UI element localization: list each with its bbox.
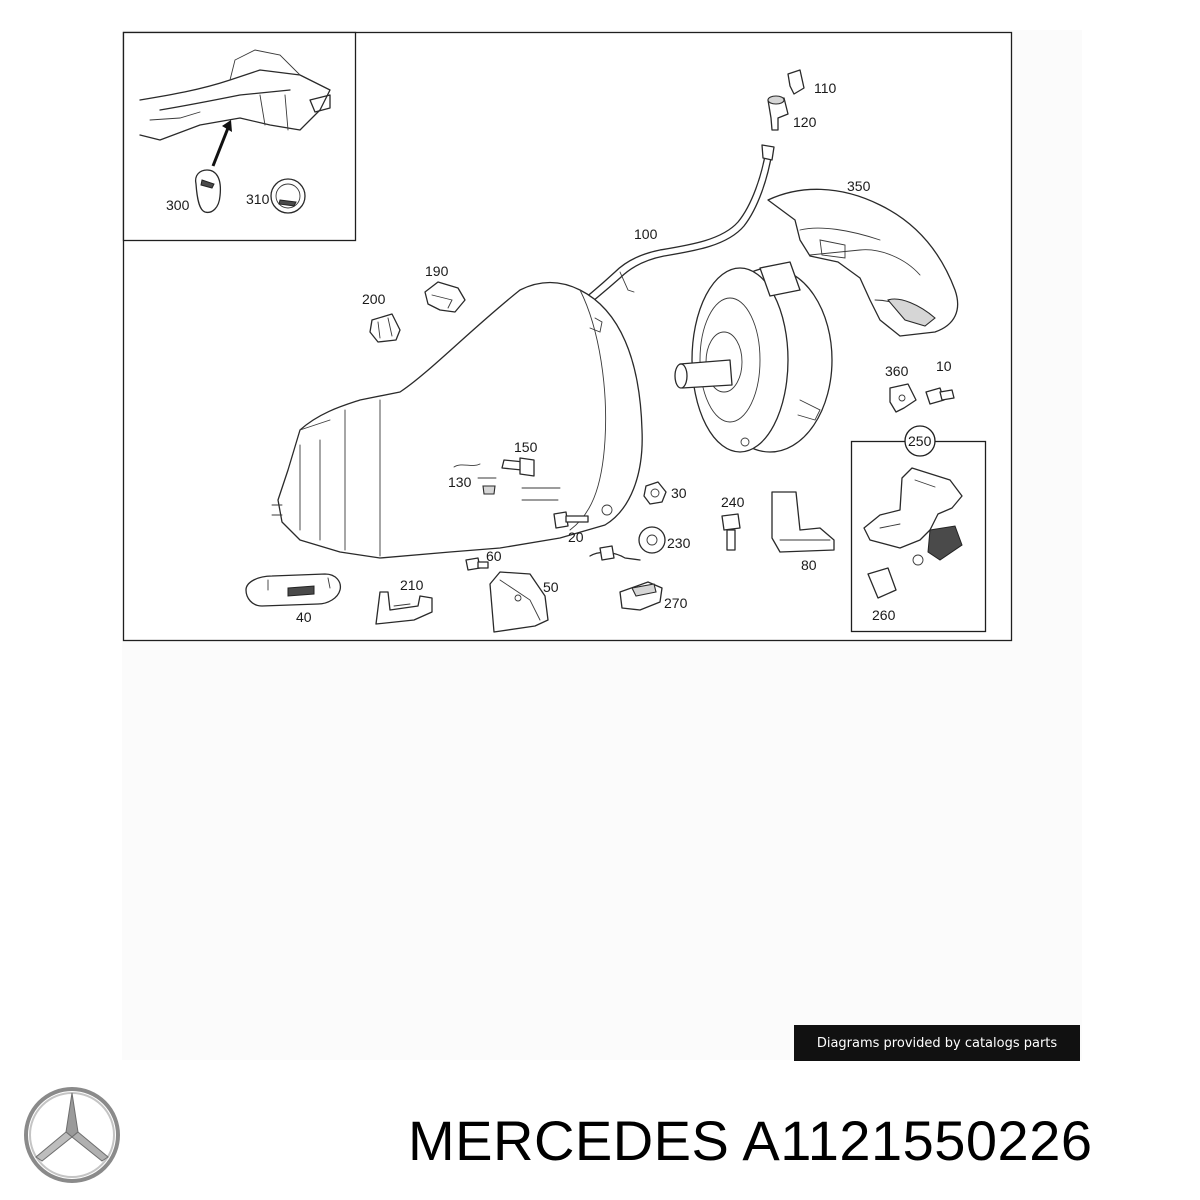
callout-270: 270 bbox=[664, 595, 688, 611]
callout-40: 40 bbox=[296, 609, 312, 625]
callout-230: 230 bbox=[667, 535, 691, 551]
callout-250: 250 bbox=[908, 433, 932, 449]
callout-20: 20 bbox=[568, 529, 584, 545]
part-110-clip bbox=[787, 69, 805, 95]
callout-210: 210 bbox=[400, 577, 424, 593]
callout-150: 150 bbox=[514, 439, 538, 455]
callout-120: 120 bbox=[793, 114, 817, 130]
part-190-bracket bbox=[424, 281, 466, 313]
callout-190: 190 bbox=[425, 263, 449, 279]
arrow-up-icon bbox=[211, 127, 230, 167]
part-250-engine-mount bbox=[863, 467, 963, 566]
part-30-nut bbox=[643, 481, 667, 505]
part-230-washer bbox=[638, 526, 666, 554]
part-50-bracket bbox=[489, 571, 549, 633]
part-350-cover bbox=[767, 188, 959, 337]
credit-banner: Diagrams provided by catalogs parts bbox=[794, 1025, 1080, 1061]
torque-converter bbox=[674, 261, 833, 453]
part-150-bolt bbox=[501, 457, 535, 477]
part-80-bracket bbox=[771, 491, 835, 553]
part-260-pad bbox=[867, 567, 897, 599]
callout-360: 360 bbox=[885, 363, 909, 379]
callout-100: 100 bbox=[634, 226, 658, 242]
mercedes-star-icon bbox=[24, 1087, 120, 1183]
product-title: MERCEDES A1121550226 bbox=[408, 1109, 1093, 1172]
inset-frame-detail bbox=[122, 31, 357, 242]
callout-310: 310 bbox=[246, 191, 270, 207]
callout-250-circle bbox=[904, 425, 936, 457]
part-40-cover bbox=[245, 573, 342, 607]
part-230-harness bbox=[589, 545, 641, 561]
callout-60: 60 bbox=[486, 548, 502, 564]
part-200-clip bbox=[369, 313, 401, 343]
part-300-plug bbox=[194, 169, 222, 214]
callout-350: 350 bbox=[847, 178, 871, 194]
crossmember-detail-drawing bbox=[139, 49, 331, 141]
callout-240: 240 bbox=[721, 494, 745, 510]
transmission-case bbox=[271, 281, 643, 559]
part-60-bolt bbox=[465, 557, 489, 571]
callout-80: 80 bbox=[801, 557, 817, 573]
part-270-connector bbox=[619, 581, 663, 611]
callout-10: 10 bbox=[936, 358, 952, 374]
callout-200: 200 bbox=[362, 291, 386, 307]
part-130-sensor bbox=[453, 463, 497, 495]
part-240-bolt bbox=[721, 513, 741, 551]
arrow-head bbox=[222, 120, 232, 132]
callout-30: 30 bbox=[671, 485, 687, 501]
part-360-bracket bbox=[889, 383, 917, 413]
callout-300: 300 bbox=[166, 197, 190, 213]
part-310-cap bbox=[270, 178, 306, 214]
part-10-bolt bbox=[925, 387, 955, 405]
callout-260: 260 bbox=[872, 607, 896, 623]
callout-130: 130 bbox=[448, 474, 472, 490]
part-210-bracket bbox=[375, 591, 433, 625]
part-20-bolt bbox=[553, 511, 589, 529]
callout-50: 50 bbox=[543, 579, 559, 595]
callout-110: 110 bbox=[814, 80, 837, 96]
part-120-cap bbox=[767, 95, 789, 131]
